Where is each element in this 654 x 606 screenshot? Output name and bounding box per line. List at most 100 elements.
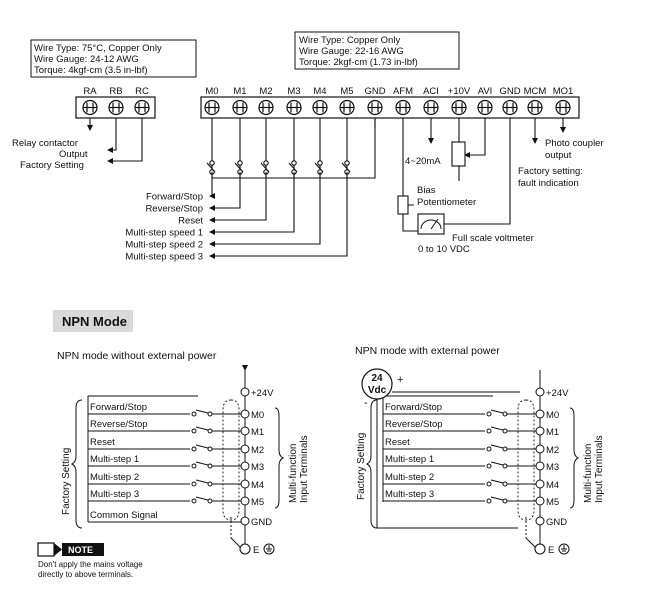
control-screws [204,99,571,116]
bias-label: Bias [417,185,436,196]
npn-terminal-label: M2 [546,445,559,456]
terminal-screw [555,99,571,116]
terminal-label: GND [499,86,520,97]
terminal-label: M3 [287,86,300,97]
terminal-screw [451,99,467,116]
npn-terminal-label: +24V [251,388,274,399]
note-text: directly to above terminals. [38,570,133,579]
terminal-label: MO1 [553,86,574,97]
earth-label: E [548,545,554,556]
source-voltage: 24 [371,373,383,384]
npn-without-power-diagram: +24VM0M1M2M3M4M5GNDForward/StopReverse/S… [61,365,310,556]
input-function-label: Multi-step speed 2 [125,240,203,251]
npn-terminal-label: M5 [251,497,264,508]
terminal-label: GND [364,86,385,97]
npn-terminal-label: M0 [251,410,264,421]
terminal-screw [312,99,328,116]
terminal-label: M5 [340,86,353,97]
npn-terminal-label: M1 [546,427,559,438]
input-switch-wiring [206,118,376,259]
input-function-label: Reset [178,216,203,227]
npn-input-item: Multi-step 1 [385,454,434,465]
npn-factory-setting-label: Factory Setting [61,448,72,515]
npn-terminal-label: M1 [251,427,264,438]
terminal-label: RB [109,86,122,97]
terminal-label: +10V [448,86,471,97]
control-spec-line: Wire Gauge: 22-16 AWG [299,46,404,57]
terminal-label: MCM [524,86,547,97]
mo1-default-label: Factory setting: [518,166,583,177]
npn-multifunction-label: Multi-function [288,444,299,503]
npn-input-item: Reverse/Stop [90,419,148,430]
note-text: Don't apply the mains voltage [38,560,143,569]
terminal-label: RA [83,86,97,97]
npn-input-item: Reset [90,437,115,448]
terminal-label: M4 [313,86,326,97]
npn-factory-setting-label: Factory Setting [356,433,367,500]
npn-input-item: Multi-step 2 [90,472,139,483]
terminal-label: AFM [393,86,413,97]
npn-terminal-label: M2 [251,445,264,456]
input-function-label: Reverse/Stop [145,204,203,215]
npn-input-item: Multi-step 3 [385,489,434,500]
relay-screws [82,99,150,116]
npn-terminal-label: +24V [546,388,569,399]
npn-input-item: Reset [385,437,410,448]
npn-terminal-label: M5 [546,497,559,508]
terminal-label: RC [135,86,149,97]
photo-coupler-label: output [545,150,572,161]
relay-spec-line: Wire Type: 75°C, Copper Only [34,43,162,54]
source-minus: - [364,397,368,409]
control-spec-box: Wire Type: Copper Only Wire Gauge: 22-16… [294,31,460,70]
input-function-label: Forward/Stop [146,192,203,203]
input-function-label: Multi-step speed 3 [125,252,203,263]
npn-input-item: Forward/Stop [385,402,442,413]
terminal-screw [108,99,124,116]
voltmeter-symbol [417,213,445,235]
npn-terminal-label: GND [546,517,567,528]
photo-coupler-label: Photo coupler [545,138,604,149]
input-function-labels: Forward/StopReverse/StopResetMulti-step … [125,192,203,263]
control-spec-line: Torque: 2kgf-cm (1.73 in-lbf) [299,57,418,68]
relay-spec-box: Wire Type: 75°C, Copper Only Wire Gauge:… [30,39,197,78]
terminal-screw [423,99,439,116]
terminal-label: ACI [423,86,439,97]
npn-terminal-label: M4 [546,480,559,491]
npn-terminal-label: M0 [546,410,559,421]
npn-terminal-label: M3 [251,462,264,473]
relay-label: Factory Setting [20,160,84,171]
terminal-screw [502,99,518,116]
npn-terminal-label: M3 [546,462,559,473]
npn-multifunction-label: Input Terminals [594,435,605,503]
bias-label: Potentiometer [417,197,476,208]
relay-label: Output [59,149,88,160]
npn-input-item: Multi-step 3 [90,489,139,500]
terminal-screw [339,99,355,116]
terminal-label: AVI [478,86,493,97]
voltmeter-label: 0 to 10 VDC [418,244,470,255]
control-spec-line: Wire Type: Copper Only [299,35,400,46]
terminal-label: M0 [205,86,218,97]
relay-spec-line: Torque: 4kgf-cm (3.5 in-lbf) [34,65,148,76]
terminal-screw [232,99,248,116]
source-unit: Vdc [368,385,387,396]
terminal-screw [134,99,150,116]
terminal-screw [82,99,98,116]
npn-input-item: Reverse/Stop [385,419,443,430]
npn-title-bg [53,310,133,332]
npn-multifunction-label: Input Terminals [299,435,310,503]
npn-multifunction-label: Multi-function [583,444,594,503]
terminal-screw [477,99,493,116]
relay-spec-line: Wire Gauge: 24-12 AWG [34,54,139,65]
potentiometer-symbol [451,141,466,167]
terminal-screw [258,99,274,116]
npn-right-title: NPN mode with external power [355,345,500,357]
note-block: NOTE Don't apply the mains voltage direc… [37,542,143,579]
terminal-screw [286,99,302,116]
relay-label: Relay contactor [12,138,78,149]
external-dc-source: 24 Vdc + - [361,368,520,529]
